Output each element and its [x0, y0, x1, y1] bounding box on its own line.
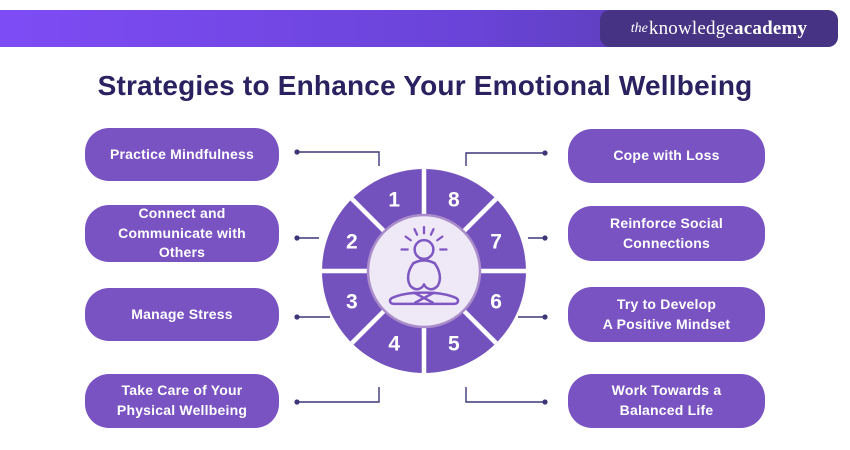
strategy-pill-7: Reinforce Social Connections [568, 206, 765, 261]
strategy-label-4: Take Care of Your Physical Wellbeing [116, 382, 248, 418]
wheel-number-8: 8 [448, 189, 460, 212]
connector-dot-4 [294, 399, 300, 405]
sunburst-rays [400, 225, 448, 251]
logo-text-academy: academy [734, 17, 808, 39]
strategy-label-1: Practice Mindfulness [109, 145, 255, 162]
strategy-pill-1: Practice Mindfulness [85, 128, 279, 181]
wheel-number-7: 7 [490, 231, 502, 254]
page-title: Strategies to Enhance Your Emotional Wel… [97, 70, 753, 101]
connector-dot-5 [542, 399, 548, 405]
connector-line-5 [465, 387, 545, 403]
wheel-number-3: 3 [346, 290, 358, 313]
strategy-label-8: Cope with Loss [613, 147, 720, 164]
strategy-pill-8: Cope with Loss [568, 129, 765, 183]
connector-line-8 [465, 152, 545, 166]
wheel-number-4: 4 [388, 333, 400, 356]
strategy-label-2: Connect and Communicate with Others [118, 205, 246, 261]
connector-dot-3 [294, 314, 300, 320]
wheel-number-1: 1 [388, 189, 400, 212]
strategy-label-5: Work Towards a Balanced Life [611, 382, 722, 418]
logo-text-knowledge: knowledge [648, 17, 735, 39]
wheel-center-circle [366, 213, 482, 329]
strategy-label-6: Try to Develop A Positive Mindset [602, 295, 731, 332]
wheel-number-5: 5 [448, 333, 460, 356]
connector-dot-8 [542, 150, 548, 156]
connector-line-4 [297, 387, 380, 403]
meditating-person-icon [388, 225, 460, 306]
logo-text-the: the [630, 20, 648, 36]
connector-dot-6 [542, 314, 548, 320]
connector-line-1 [297, 151, 380, 166]
strategy-pill-6: Try to Develop A Positive Mindset [568, 287, 765, 342]
wheel-number-2: 2 [346, 231, 358, 254]
strategy-label-7: Reinforce Social Connections [610, 214, 723, 251]
strategy-label-3: Manage Stress [131, 305, 233, 322]
strategy-pill-2: Connect and Communicate with Others [85, 205, 279, 262]
wheel-number-6: 6 [490, 290, 502, 313]
wheel-numbers: 1 2 3 4 5 6 7 8 [346, 189, 502, 356]
strategy-wheel: 1 2 3 4 5 6 7 8 [322, 169, 526, 373]
strategy-pill-5: Work Towards a Balanced Life [568, 374, 765, 428]
connector-dot-1 [294, 149, 300, 155]
connector-dot-7 [542, 235, 548, 241]
connector-dot-2 [294, 235, 300, 241]
strategy-pill-4: Take Care of Your Physical Wellbeing [85, 374, 279, 428]
strategy-pill-3: Manage Stress [85, 288, 279, 341]
